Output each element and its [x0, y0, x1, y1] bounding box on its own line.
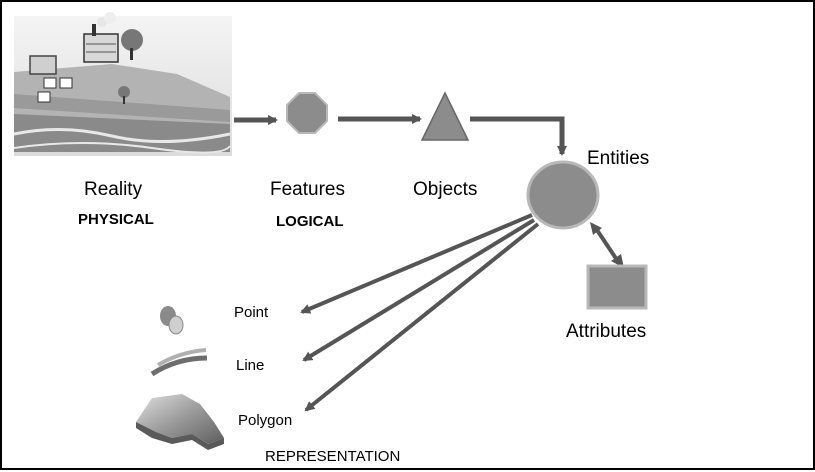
entities-to-polygon-arrow [304, 222, 540, 412]
features-octagon-icon [286, 92, 328, 134]
attributes-square-icon [586, 264, 648, 310]
entities-to-line-arrow [302, 218, 536, 362]
objects-label: Objects [413, 179, 478, 200]
representation-label: REPRESENTATION [265, 448, 401, 465]
point-label: Point [234, 304, 269, 321]
link-arrowhead-top [590, 222, 602, 235]
reality-label: Reality [84, 179, 143, 200]
entities-to-point-arrow [300, 213, 533, 314]
reality-landscape-icon [13, 12, 232, 156]
polygon-label: Polygon [238, 412, 293, 429]
entities-label: Entities [587, 148, 650, 169]
polygon-icon [136, 394, 224, 450]
point-icon [160, 306, 184, 335]
entities-circle-icon [526, 160, 600, 230]
physical-label: PHYSICAL [78, 211, 154, 228]
entities-attributes-link [595, 228, 619, 262]
line-label: Line [236, 357, 265, 374]
line-icon [150, 348, 208, 377]
objects-triangle-icon [420, 91, 470, 141]
attributes-label: Attributes [566, 321, 647, 342]
features-label: Features [270, 179, 345, 200]
objects-to-entities-arrow [470, 116, 567, 156]
logical-label: LOGICAL [276, 213, 344, 230]
